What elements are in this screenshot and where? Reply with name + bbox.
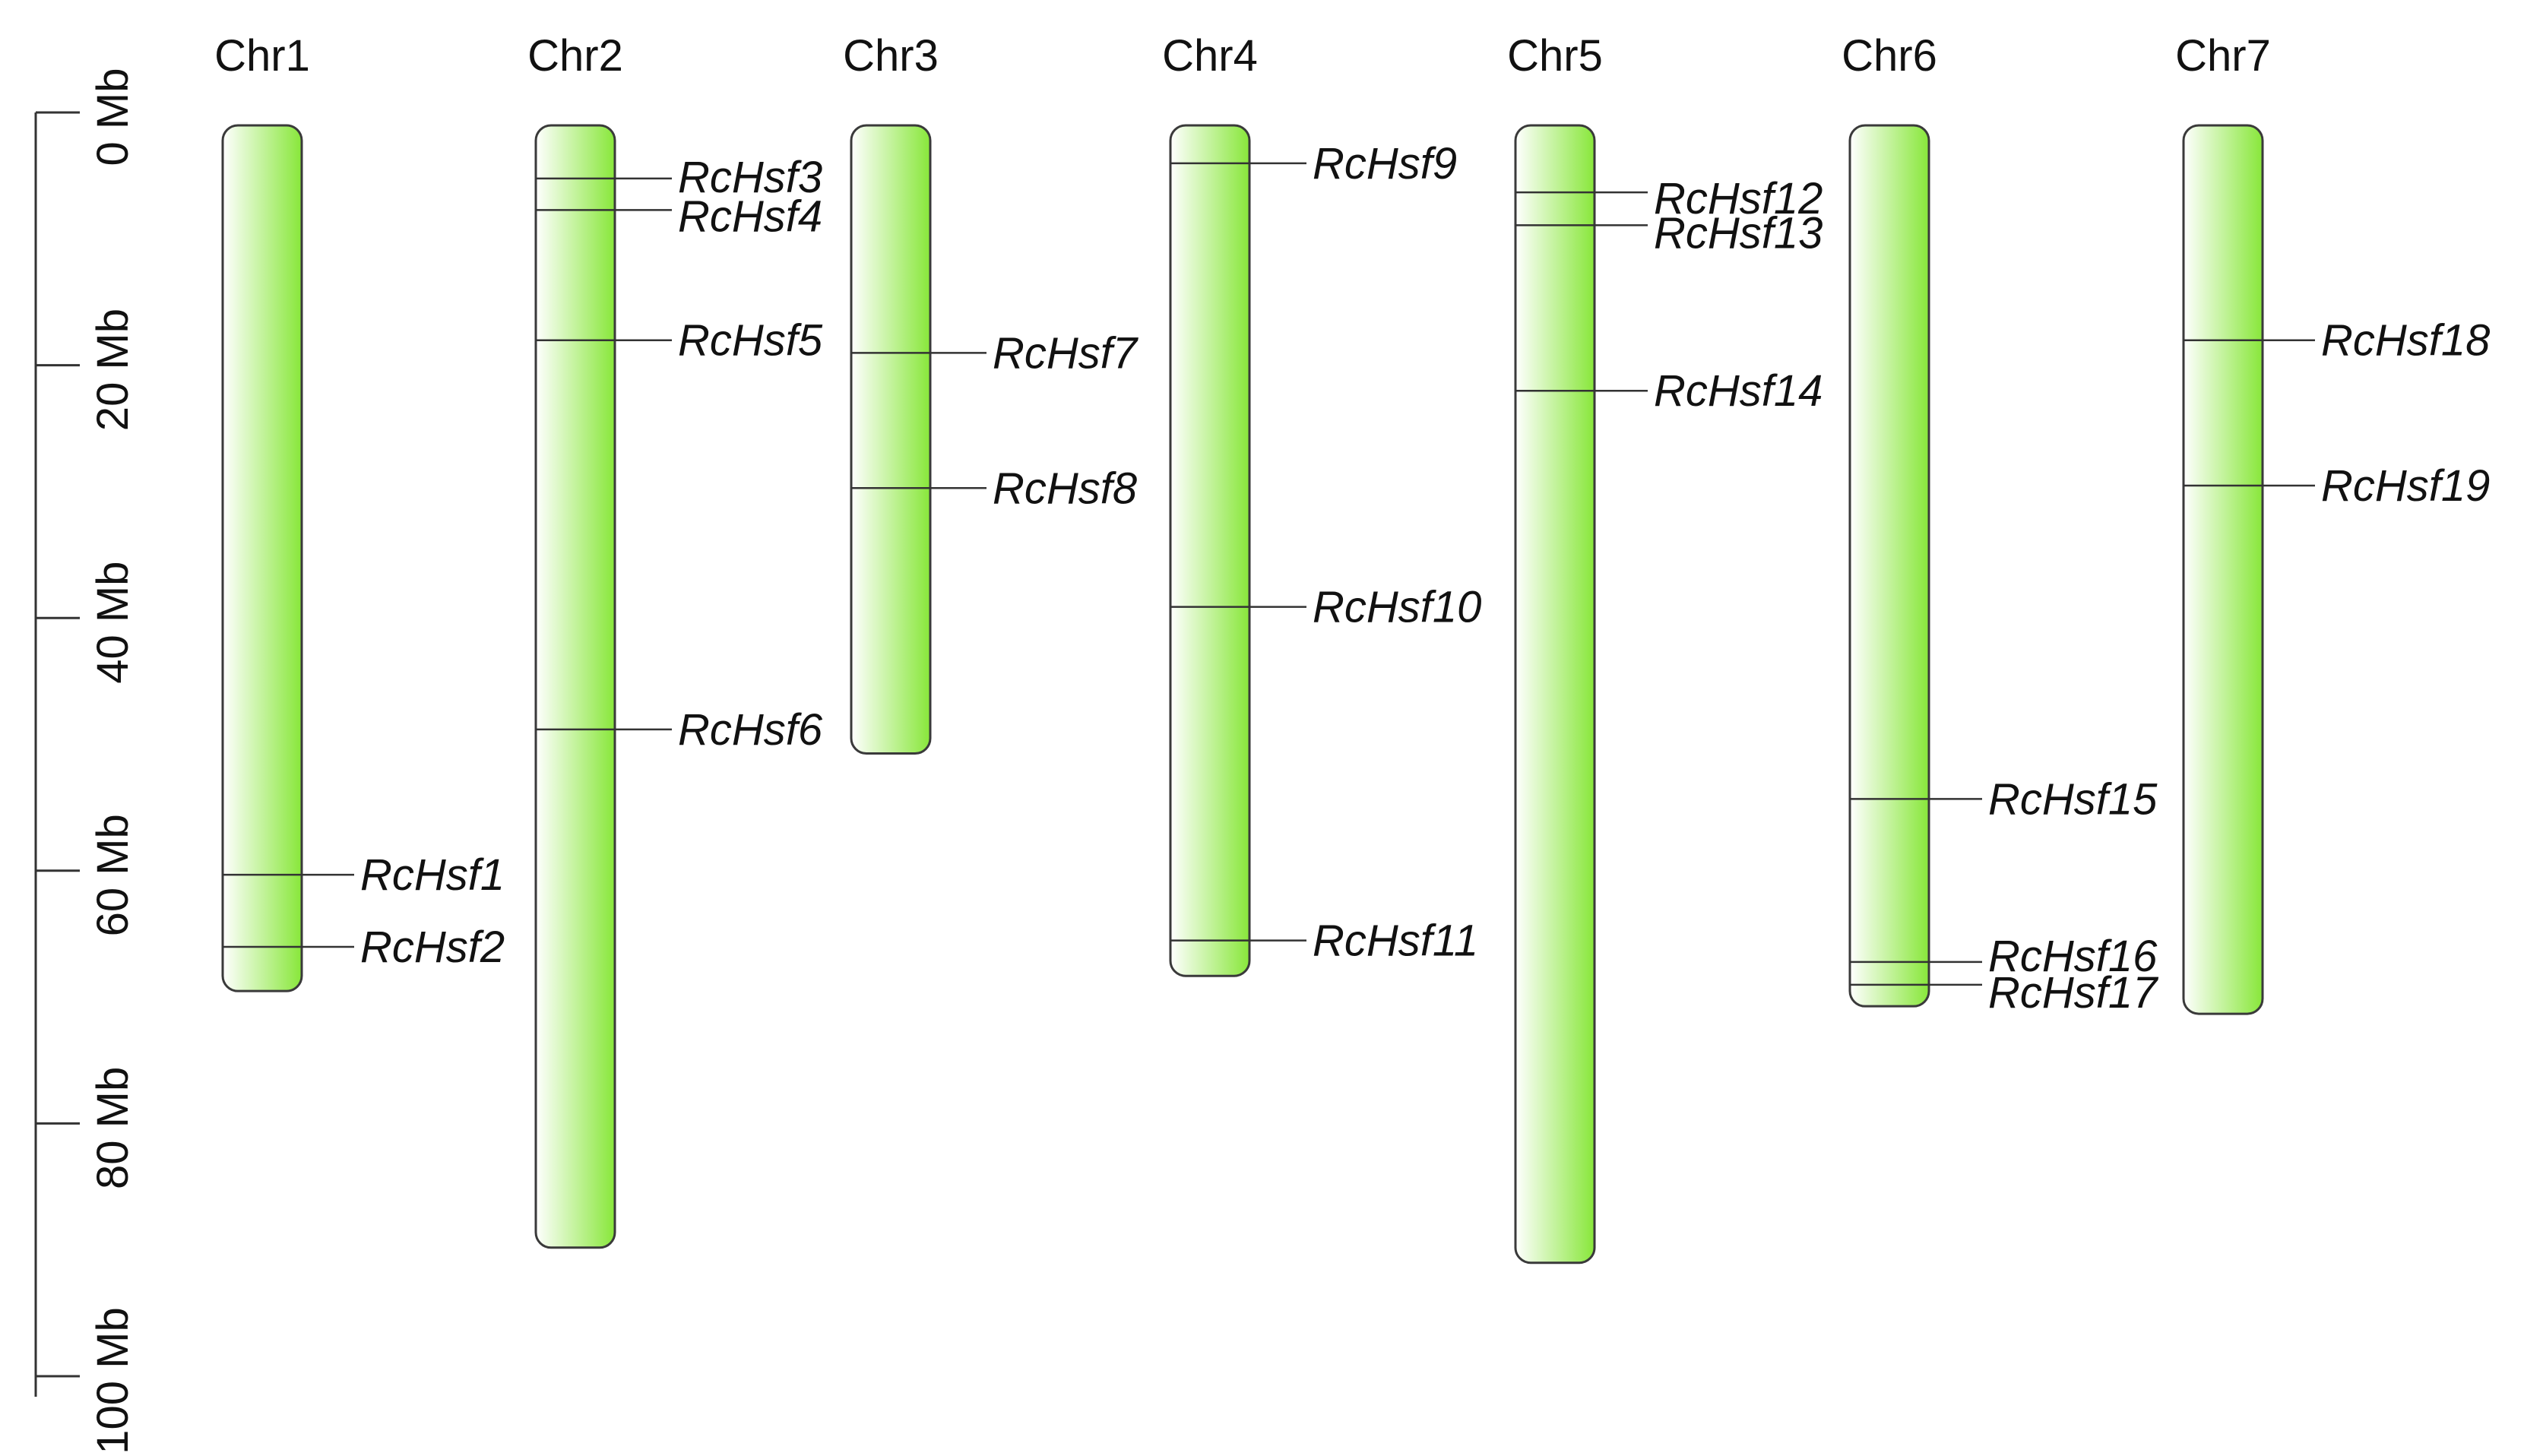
- chromosome-bar: [534, 124, 616, 1249]
- chromosome-bar: [2182, 124, 2264, 1015]
- gene-label: RcHsf18: [2321, 316, 2490, 366]
- chromosome-bar: [850, 124, 932, 755]
- gene-label: RcHsf5: [678, 316, 823, 366]
- gene-label: RcHsf19: [2321, 461, 2490, 511]
- chromosome-bar: [1169, 124, 1251, 977]
- gene-label: RcHsf4: [678, 191, 822, 241]
- scale-tick-label: 40 Mb: [88, 562, 138, 684]
- gene-label: RcHsf8: [993, 464, 1137, 513]
- scale-bar: 0 Mb 20 Mb 40 Mb 60 Mb 80 Mb 100 Mb: [34, 68, 138, 1454]
- gene-label: RcHsf6: [678, 705, 823, 755]
- gene-label: RcHsf14: [1654, 366, 1823, 416]
- gene-label: RcHsf3: [678, 153, 822, 202]
- chromosome-label: Chr2: [527, 31, 623, 81]
- gene-label: RcHsf12: [1654, 174, 1823, 223]
- chromosome-label: Chr5: [1507, 31, 1603, 81]
- gene-label: RcHsf17: [1988, 968, 2159, 1018]
- chromosome-label: Chr3: [843, 31, 939, 81]
- chromosome-label: Chr1: [214, 31, 310, 81]
- gene-label: RcHsf13: [1654, 208, 1823, 258]
- scale-tick-label: 80 Mb: [88, 1067, 138, 1189]
- scale-tick-label: 60 Mb: [88, 814, 138, 936]
- gene-label: RcHsf2: [360, 923, 505, 972]
- gene-label: RcHsf11: [1313, 916, 1478, 966]
- gene-label: RcHsf7: [993, 328, 1139, 378]
- gene-label: RcHsf9: [1313, 139, 1457, 188]
- chromosome-label: Chr4: [1162, 31, 1258, 81]
- chromosome-bar: [1848, 124, 1930, 1008]
- chromosomes: Chr1RcHsf1RcHsf2Chr2RcHsf3RcHsf4RcHsf5Rc…: [214, 31, 2490, 1265]
- chromosome-bar: [1514, 124, 1596, 1265]
- gene-label: RcHsf10: [1313, 583, 1481, 632]
- gene-label: RcHsf15: [1988, 774, 2158, 824]
- gene-label: RcHsf1: [360, 850, 505, 900]
- scale-tick-label: 100 Mb: [88, 1307, 138, 1454]
- scale-tick-label: 20 Mb: [88, 309, 138, 431]
- chromosome-label: Chr7: [2175, 31, 2271, 81]
- chromosome-label: Chr6: [1842, 31, 1937, 81]
- gene-label: RcHsf16: [1988, 932, 2158, 981]
- scale-tick-label: 0 Mb: [88, 68, 138, 166]
- chromosome-bar: [221, 124, 303, 992]
